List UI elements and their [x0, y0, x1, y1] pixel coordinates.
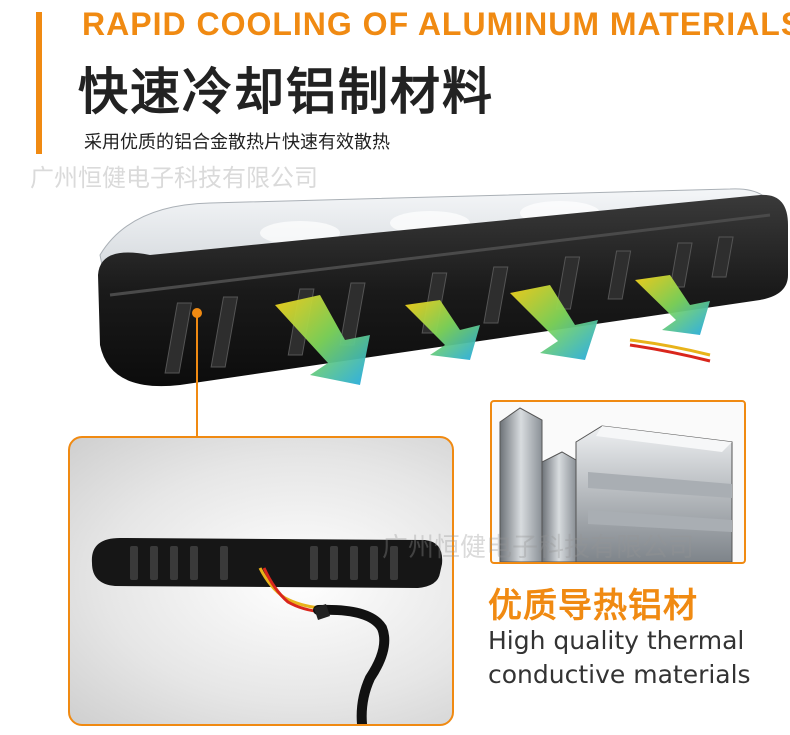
callout-line [196, 312, 198, 438]
accent-bar [36, 12, 42, 154]
page-title-en: RAPID COOLING OF ALUMINUM MATERIALS [82, 6, 790, 42]
feature-title: 优质导热铝材 [488, 586, 698, 626]
watermark-text-secondary: 广州恒健电子科技有限公司 [382, 533, 695, 563]
watermark-text: 广州恒健电子科技有限公司 [30, 164, 318, 192]
feature-description-line1: High quality thermal [488, 626, 745, 655]
feature-description: High quality thermal conductive material… [488, 624, 751, 692]
feature-description-line2: conductive materials [488, 660, 751, 689]
inset-bottom-view-image [68, 436, 454, 726]
airflow-arrow-icon [275, 275, 710, 385]
page-title-cn: 快速冷却铝制材料 [78, 63, 494, 121]
page-subtitle: 采用优质的铝合金散热片快速有效散热 [84, 132, 390, 153]
aluminum-profile-image [490, 400, 746, 564]
led-bar-product-image [98, 188, 788, 387]
